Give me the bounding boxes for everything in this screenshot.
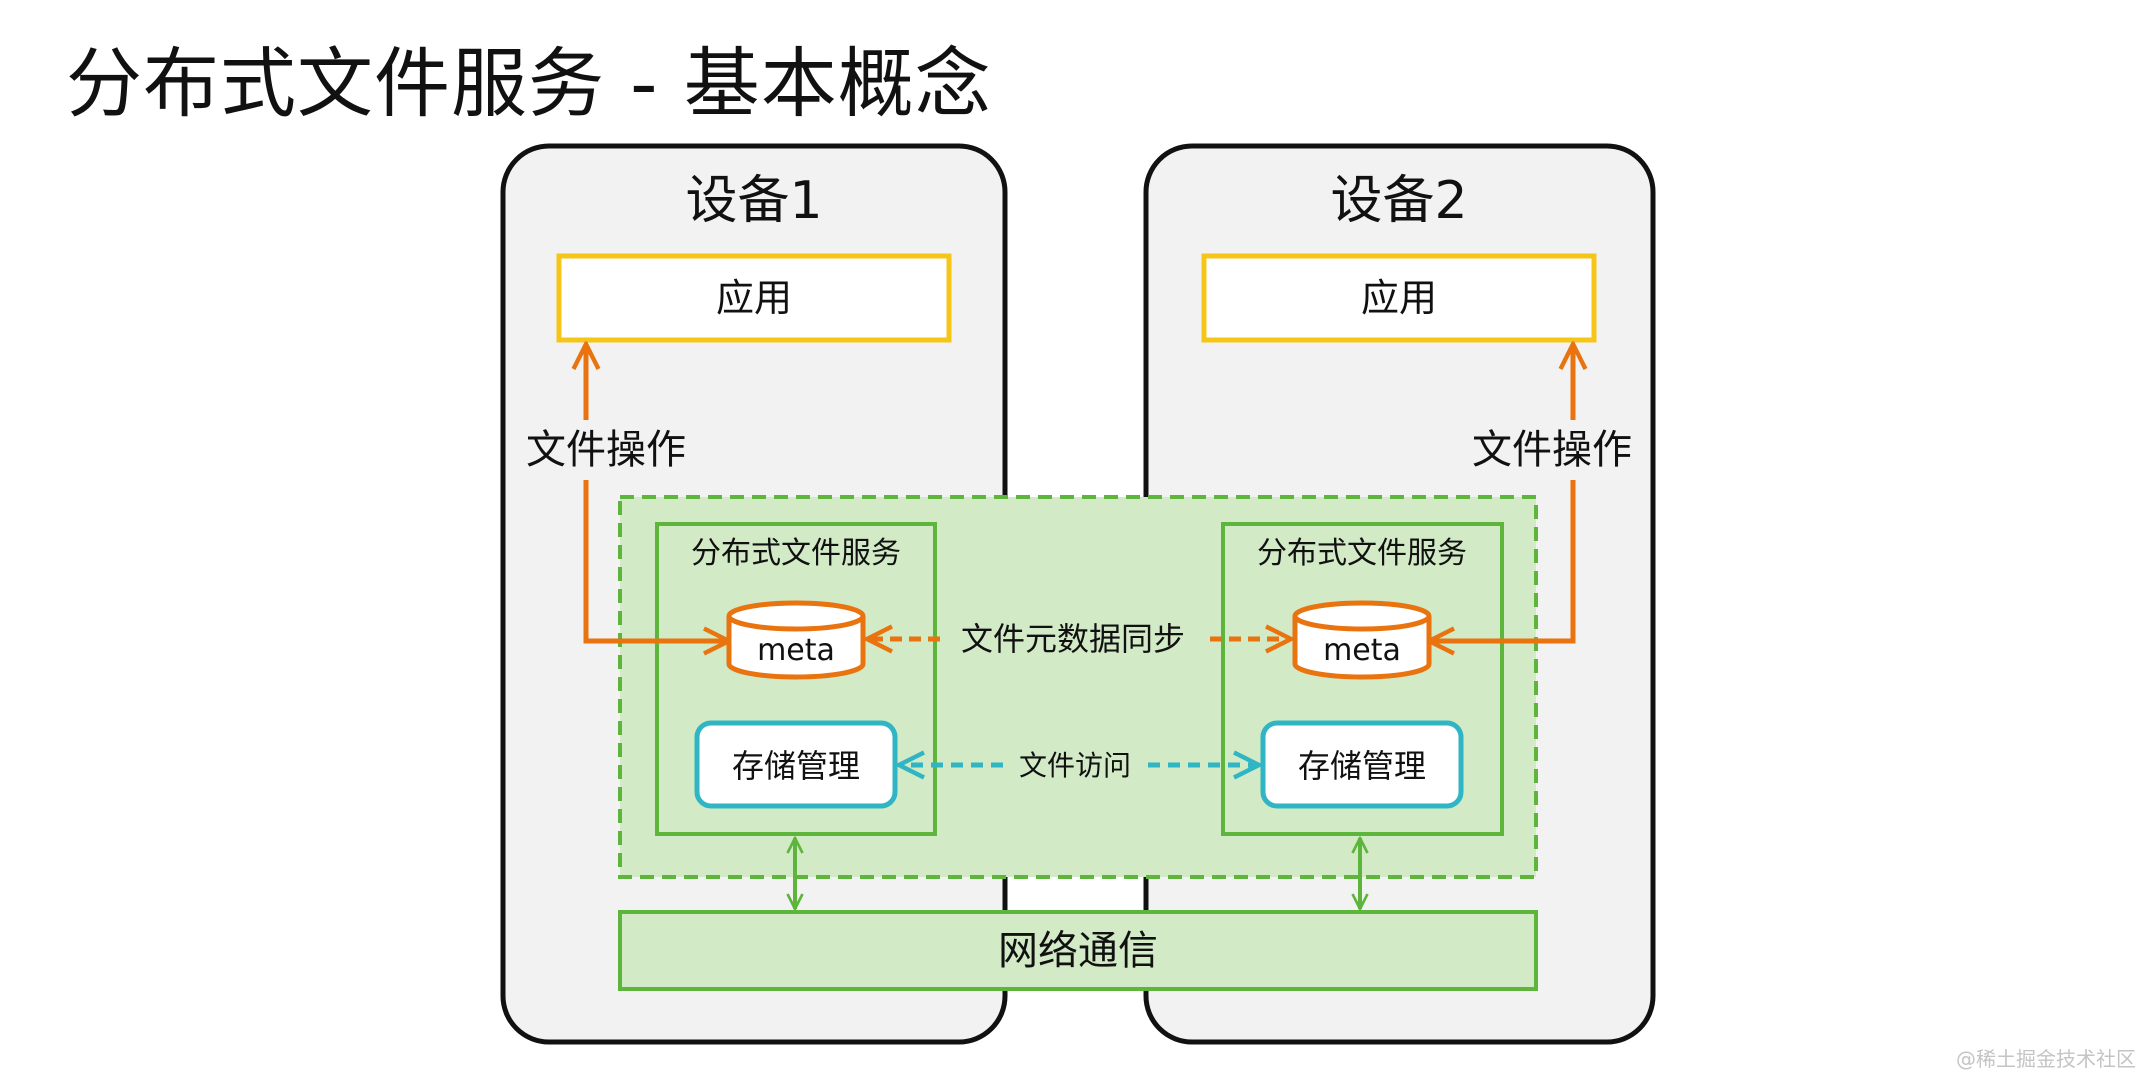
- device-1-service-label: 分布式文件服务: [691, 536, 901, 571]
- device-2-file-op-label: 文件操作: [1472, 427, 1632, 473]
- device-1-file-op-label: 文件操作: [526, 427, 686, 473]
- device-2-meta-label: meta: [1323, 633, 1401, 668]
- device-1-meta-cylinder: meta: [726, 600, 866, 680]
- device-1-file-op-label-bg: [520, 420, 692, 480]
- device-2-title: 设备2: [1330, 171, 1467, 231]
- device-1-storage-box: [694, 720, 898, 809]
- device-1-storage-label: 存储管理: [732, 747, 860, 785]
- file-access-label: 文件访问: [1019, 749, 1131, 782]
- device-2-app-label: 应用: [1361, 276, 1437, 320]
- device-2-meta-cylinder: meta: [1292, 600, 1432, 680]
- device-2-storage-box: [1260, 720, 1464, 809]
- device-1-meta-label: meta: [757, 633, 835, 668]
- watermark: @稀土掘金技术社区: [1956, 1047, 2136, 1071]
- network-label: 网络通信: [998, 928, 1158, 974]
- device-1-app-box: [556, 253, 952, 343]
- device-2-service-label: 分布式文件服务: [1257, 536, 1467, 571]
- device-2-app-box: [1201, 253, 1597, 343]
- device-1-title: 设备1: [685, 171, 822, 231]
- device-1-app-label: 应用: [716, 276, 792, 320]
- device-2-storage-label: 存储管理: [1298, 747, 1426, 785]
- page-title: 分布式文件服务 - 基本概念: [66, 39, 992, 128]
- metadata-sync-label: 文件元数据同步: [961, 620, 1185, 658]
- network-box: [618, 910, 1538, 991]
- device-2-file-op-label-bg: [1466, 420, 1638, 480]
